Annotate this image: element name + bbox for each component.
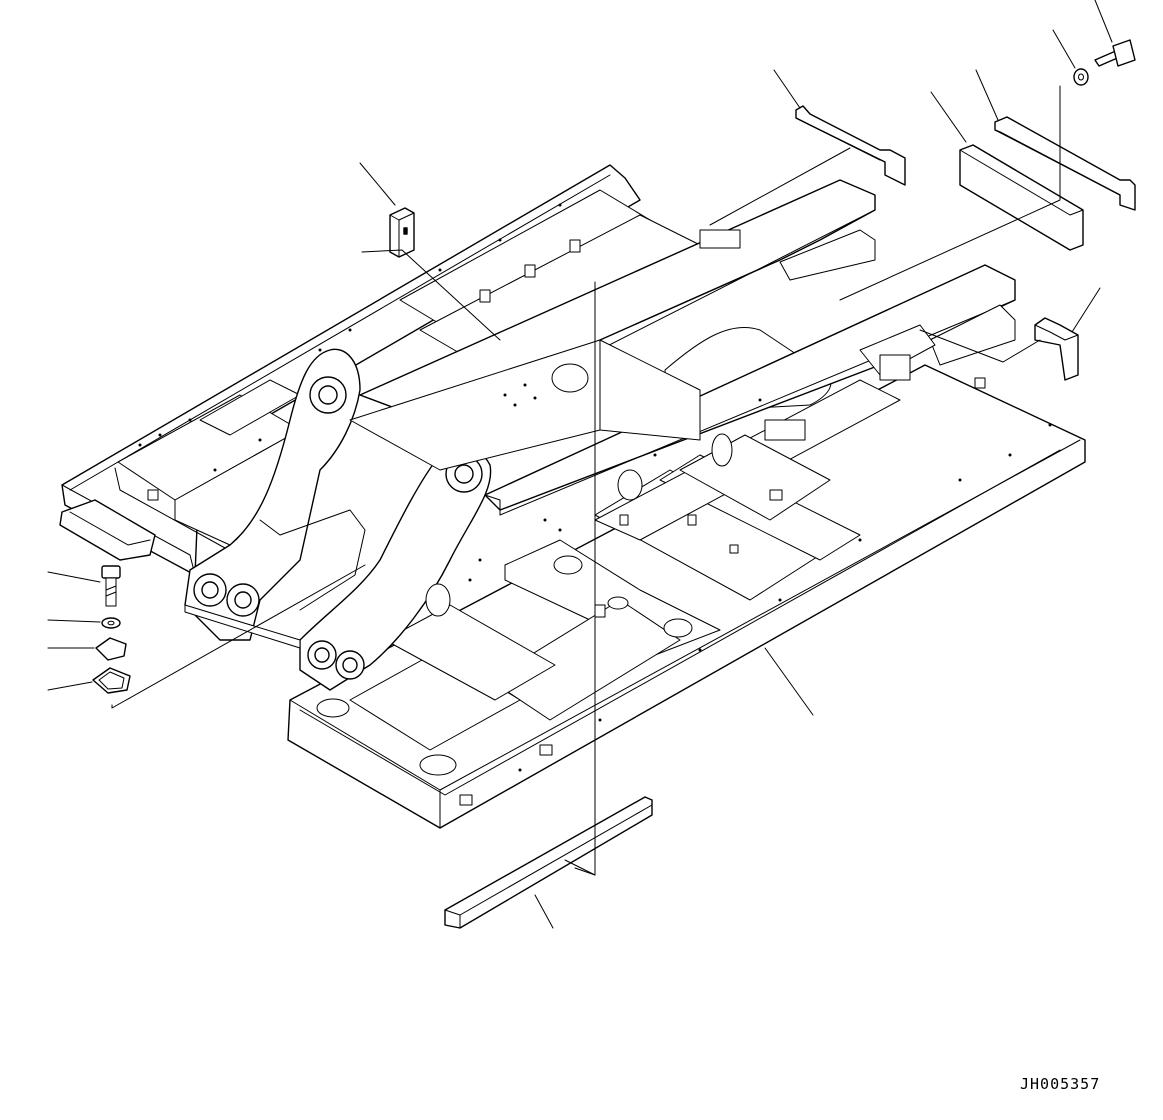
lower-mid-boss: [226, 583, 260, 617]
bolt-lower-left: [101, 565, 121, 607]
washer-top-right: [1073, 68, 1089, 86]
boom-brackets: [184, 339, 733, 776]
upper-bar-part: [795, 105, 906, 186]
right-bar-part: [994, 116, 1136, 211]
left-boss-outer: [309, 376, 347, 414]
block-part: [389, 207, 415, 258]
front-right-boss: [335, 650, 365, 680]
plate-part: [959, 144, 1084, 251]
washer-lower-left: [101, 617, 121, 629]
drawing-code: JH005357: [1020, 1075, 1100, 1093]
bracket-part: [1034, 317, 1079, 381]
lower-left-boss: [193, 573, 227, 607]
left-step: [59, 499, 156, 561]
frame-details: [138, 203, 1052, 806]
gasket-lower-left: [92, 667, 131, 694]
bottom-strip-part: [444, 796, 653, 929]
revolving-frame: [59, 164, 1086, 829]
front-left-boss: [307, 640, 337, 670]
main-beams: [359, 179, 1016, 516]
leader-lines: [47, 0, 1113, 929]
cover-lower-left: [95, 637, 127, 661]
left-boom-bracket: [184, 348, 361, 641]
bolt-top-right: [1094, 39, 1136, 67]
